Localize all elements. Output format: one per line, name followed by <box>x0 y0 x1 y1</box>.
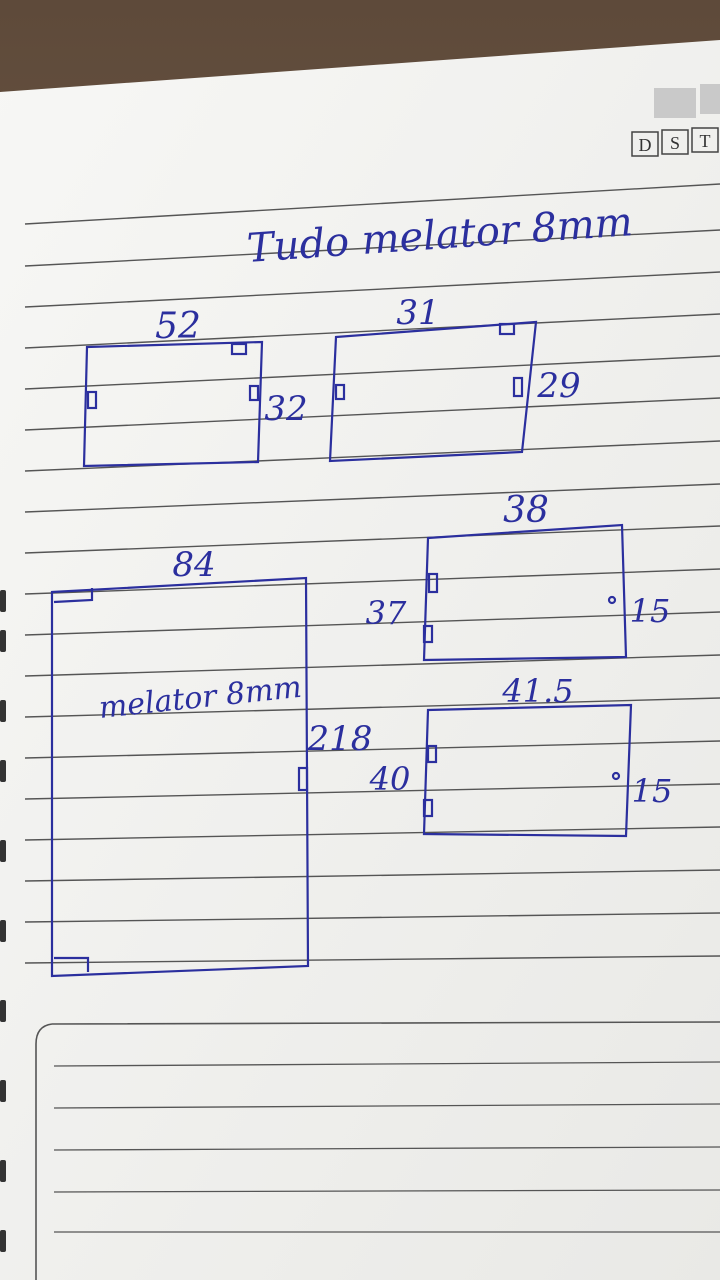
drawing-rect <box>82 340 264 468</box>
drawing-rect <box>50 576 310 978</box>
left-label: 40 <box>369 760 411 798</box>
corner-mark <box>700 84 720 114</box>
width-label: 41.5 <box>501 672 573 710</box>
drawing-rect <box>422 703 633 838</box>
spiral-holes <box>0 590 6 1252</box>
header-box-letter: S <box>670 133 680 153</box>
corner-mark <box>654 88 696 118</box>
drawing-rect <box>328 320 538 463</box>
height-label: 218 <box>307 719 373 759</box>
width-label: 84 <box>172 545 215 585</box>
left-label: 37 <box>366 594 407 632</box>
ruled-lines <box>24 183 720 964</box>
width-label: 31 <box>396 293 439 333</box>
height-label: 15 <box>630 592 671 630</box>
height-label: 32 <box>264 389 307 429</box>
header-box-letter: T <box>700 131 711 151</box>
drawing-rect <box>422 523 628 662</box>
width-label: 52 <box>155 306 201 347</box>
height-label: 29 <box>536 366 580 406</box>
notes-box <box>35 1021 720 1280</box>
notes-box-lines <box>53 1061 720 1233</box>
header-box-letter: D <box>639 135 652 155</box>
header-box <box>631 127 719 157</box>
width-label: 38 <box>503 490 549 531</box>
height-label: 15 <box>632 772 673 810</box>
